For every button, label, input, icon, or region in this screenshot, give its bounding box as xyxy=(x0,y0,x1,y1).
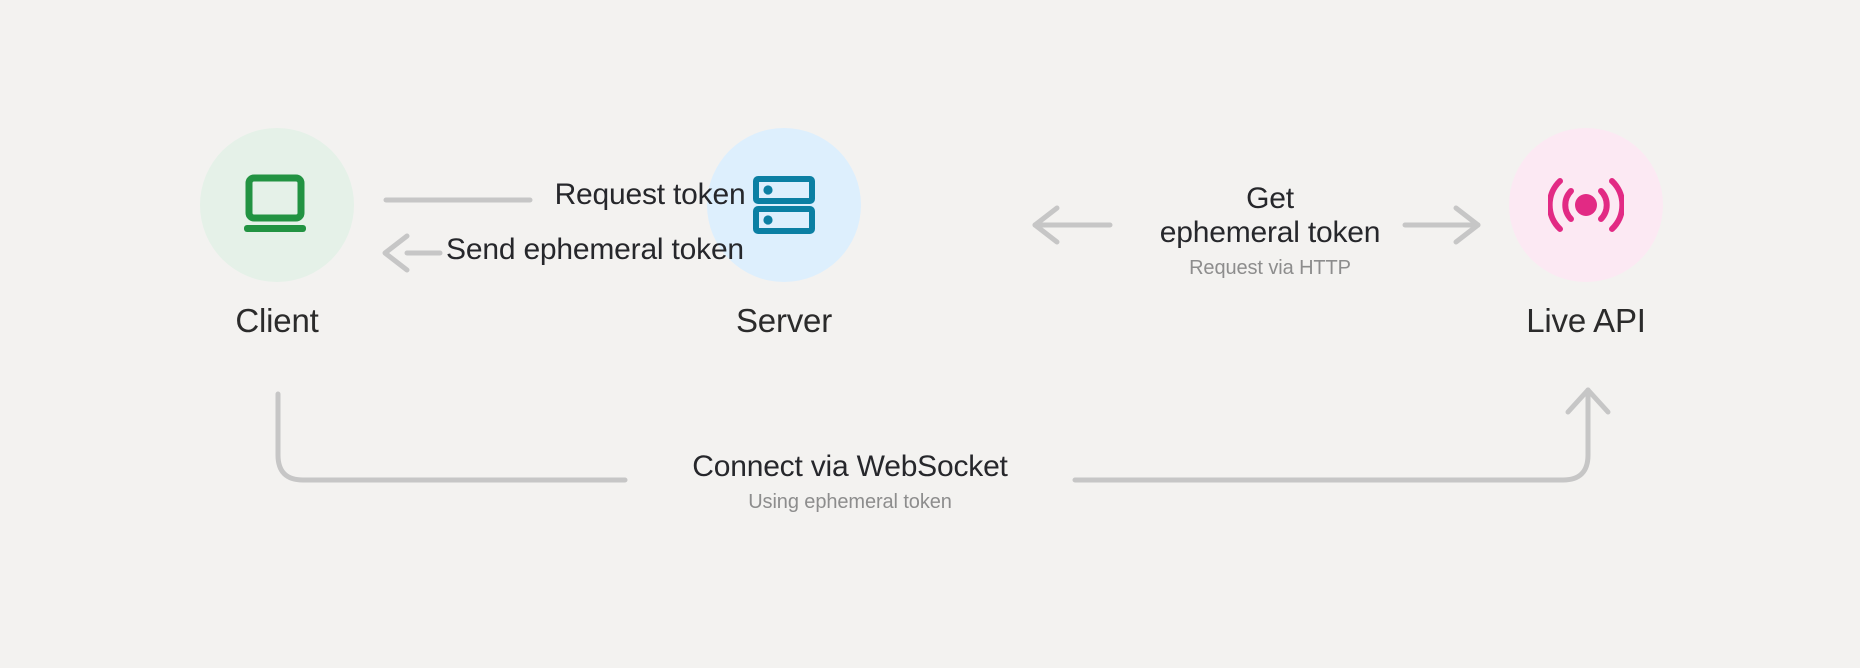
laptop-icon xyxy=(244,174,306,232)
server-rack-icon xyxy=(753,176,815,234)
broadcast-signal-icon xyxy=(1548,178,1624,232)
get-ephemeral-token-subtitle: Request via HTTP xyxy=(1189,257,1351,280)
edge-label-request-token: Request token xyxy=(540,178,760,212)
send-token-arrowhead xyxy=(382,233,410,273)
server-label: Server xyxy=(736,302,832,339)
get-token-arrowhead-left xyxy=(1032,205,1060,245)
websocket-path-right xyxy=(1072,387,1591,483)
connect-websocket-subtitle: Using ephemeral token xyxy=(748,491,952,514)
send-ephemeral-token-title: Send ephemeral token xyxy=(446,233,744,266)
server-bubble xyxy=(707,128,861,282)
edge-label-connect-websocket: Connect via WebSocket Using ephemeral to… xyxy=(640,450,1060,514)
connect-websocket-title: Connect via WebSocket xyxy=(692,450,1008,483)
edge-label-send-ephemeral-token: Send ephemeral token xyxy=(430,233,760,267)
websocket-arrowhead xyxy=(1565,387,1611,415)
edge-label-get-ephemeral-token: Get ephemeral token Request via HTTP xyxy=(1145,182,1395,280)
client-bubble xyxy=(200,128,354,282)
node-server[interactable]: Server xyxy=(694,128,874,340)
request-token-title: Request token xyxy=(554,178,746,211)
get-token-arrowhead-right xyxy=(1453,205,1481,245)
get-ephemeral-token-title-line-1: Get xyxy=(1246,182,1294,215)
node-client[interactable]: Client xyxy=(187,128,367,340)
live-api-label: Live API xyxy=(1526,302,1646,339)
websocket-path-left xyxy=(275,391,628,483)
live-api-bubble xyxy=(1509,128,1663,282)
node-live-api[interactable]: Live API xyxy=(1496,128,1676,340)
client-label: Client xyxy=(235,302,319,339)
get-ephemeral-token-title-line-2: ephemeral token xyxy=(1159,216,1381,250)
